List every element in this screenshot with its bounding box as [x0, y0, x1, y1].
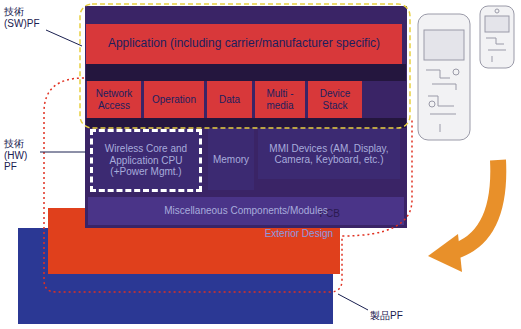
sw-block: Multi -media	[255, 81, 305, 118]
leader-line	[46, 30, 82, 46]
hw-block: MMI Devices (AM, Display, Camera, Keyboa…	[258, 129, 400, 179]
node-label: Exterior Design	[265, 228, 333, 240]
leader-line	[40, 152, 86, 153]
node-label: Device Stack	[310, 88, 360, 111]
curved-arrow	[428, 160, 498, 272]
sw-block: Operation	[144, 81, 204, 118]
platform-label: 技術 (SW)PF	[4, 6, 46, 29]
cpu-block: Wireless Core and Application CPU (+Powe…	[90, 129, 202, 192]
leader-line	[338, 294, 368, 310]
node-label: Multi -media	[257, 88, 303, 111]
misc-band: Miscellaneous Components/Modules	[88, 197, 404, 225]
platform-label: 製品PF	[370, 310, 418, 322]
node-label: Miscellaneous Components/Modules	[164, 205, 327, 217]
sw-block: Data	[207, 81, 252, 118]
node-label: Application (including carrier/manufactu…	[108, 37, 380, 51]
sw-platform-outline	[80, 4, 410, 128]
layer-band	[86, 64, 406, 81]
node-label: MMI Devices (AM, Display, Camera, Keyboa…	[262, 143, 396, 166]
sw-block: Device Stack	[308, 81, 362, 118]
sw-block: Network Access	[87, 81, 141, 118]
node-label: Wireless Core and Application CPU (+Powe…	[97, 143, 195, 178]
layer-band	[86, 118, 406, 128]
hw-platform-outline	[44, 78, 412, 292]
node-label: Memory	[213, 154, 249, 166]
application-band: Application (including carrier/manufactu…	[86, 24, 402, 64]
platform-label: 技術 (HW) PF	[4, 138, 38, 173]
node-label: Operation	[152, 94, 196, 106]
phone-illustration	[418, 6, 514, 140]
node-label: Network Access	[89, 88, 139, 111]
hw-block: Memory	[208, 129, 254, 190]
node-label: Data	[219, 94, 240, 106]
